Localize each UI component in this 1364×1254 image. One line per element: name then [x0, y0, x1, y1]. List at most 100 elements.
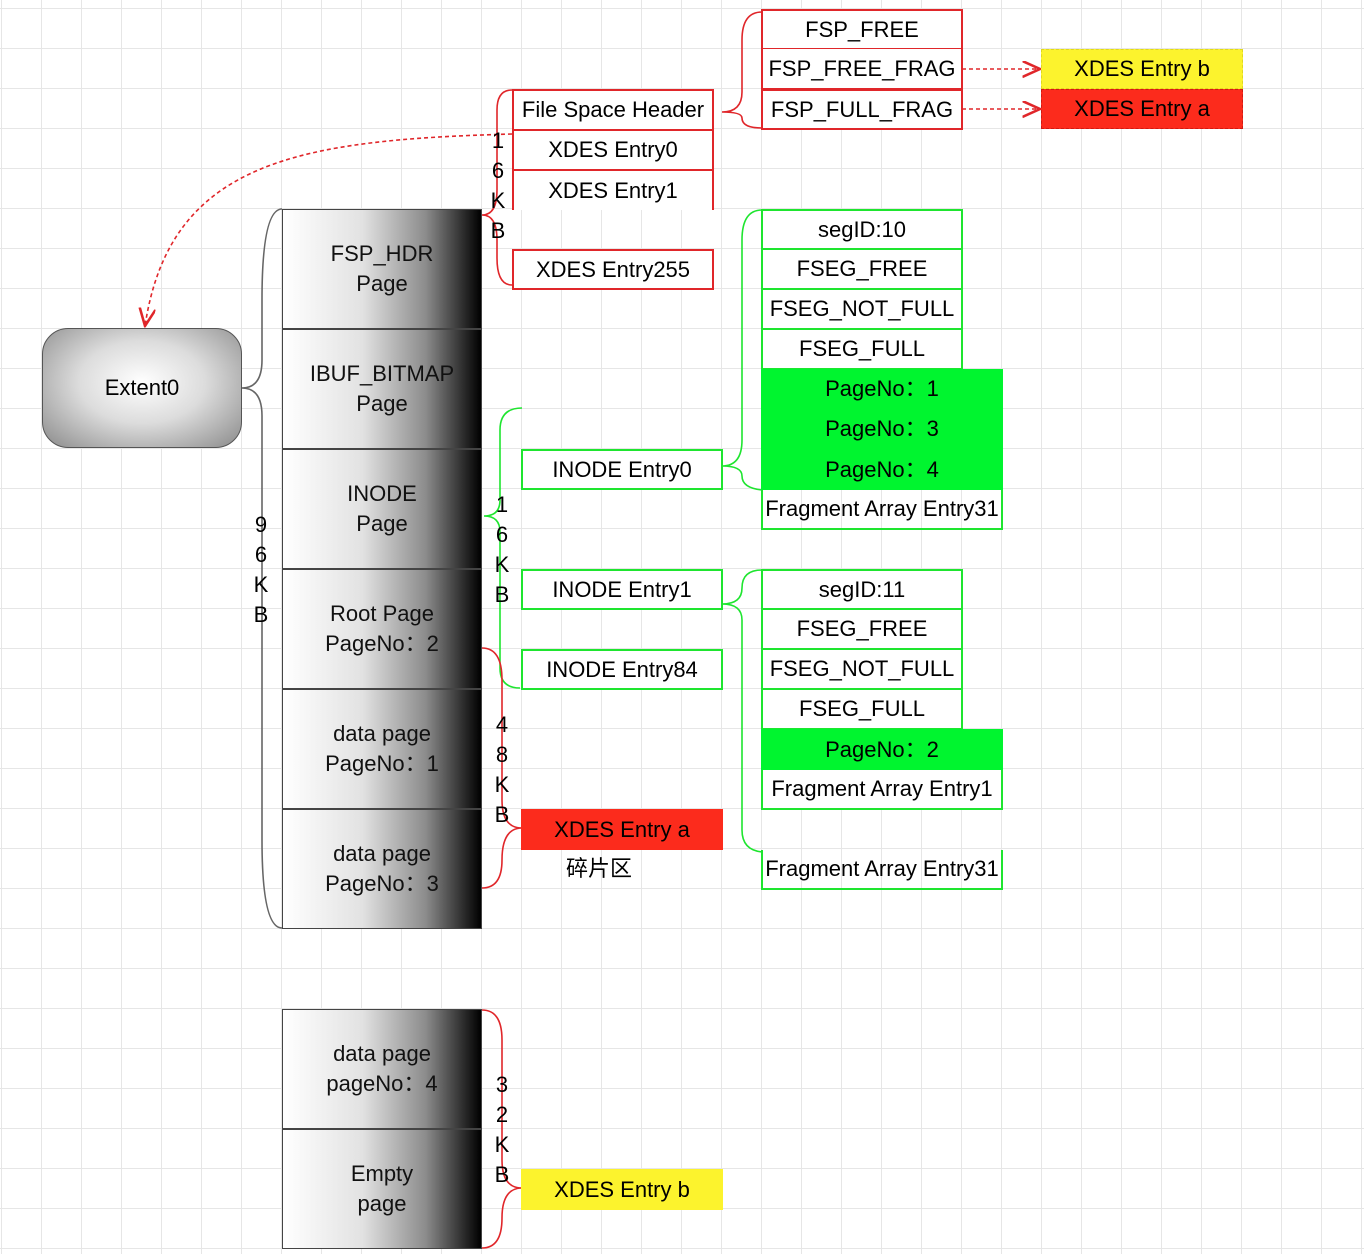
- page-fsp-hdr: FSP_HDR Page: [282, 209, 482, 329]
- page-inode: INODE Page: [282, 449, 482, 569]
- cell-label: File Space Header: [521, 97, 705, 122]
- page-line: page: [357, 1191, 407, 1216]
- size-char: B: [494, 802, 510, 827]
- page-line: PageNo：3: [325, 871, 439, 896]
- seg10-fseg-not-full-cell: FSEG_NOT_FULL: [761, 290, 963, 330]
- extent-brace: [241, 208, 283, 929]
- page-line: PageNo：1: [325, 751, 439, 776]
- size-char: 1: [491, 128, 505, 153]
- size-char: K: [253, 572, 269, 597]
- fsp-free-frag-cell: FSP_FREE_FRAG: [761, 49, 963, 90]
- page-line: Empty: [350, 1161, 414, 1186]
- inode-entry0-cell: INODE Entry0: [521, 449, 723, 490]
- cell-label: INODE Entry0: [552, 456, 692, 482]
- seg11-fseg-full-cell: FSEG_FULL: [761, 690, 963, 730]
- cell-label: XDES Entry1: [548, 177, 678, 203]
- extent-label: Extent0: [104, 375, 180, 400]
- cell-label: PageNo：4: [825, 456, 939, 482]
- cell-label: Fragment Array Entry31: [765, 856, 999, 881]
- page-line: data page: [333, 721, 431, 746]
- page-data-1: data page PageNo：1: [282, 689, 482, 809]
- page-line: Root Page: [330, 601, 434, 626]
- cell-label: FSEG_FULL: [799, 696, 925, 721]
- segment11-brace: [721, 569, 763, 853]
- cell-label: PageNo：2: [825, 736, 939, 762]
- fsp-full-frag-cell: FSP_FULL_FRAG: [761, 89, 963, 130]
- size-char: B: [253, 602, 269, 627]
- cell-label: segID:11: [818, 576, 906, 602]
- page-root: Root Page PageNo：2: [282, 569, 482, 689]
- size-char: K: [494, 1132, 510, 1157]
- size-char: 2: [495, 1102, 509, 1127]
- inode-entry84-cell: INODE Entry84: [521, 649, 723, 690]
- seg11-fseg-free-cell: FSEG_FREE: [761, 610, 963, 650]
- seg11-page-cell: PageNo：2: [761, 729, 1003, 770]
- fsp-list-brace: [721, 11, 763, 129]
- page-line: data page: [333, 841, 431, 866]
- cell-label: FSEG_NOT_FULL: [769, 656, 955, 681]
- cell-label: Fragment Array Entry31: [765, 496, 999, 521]
- page-line: Page: [356, 391, 408, 416]
- seg10-page-cell: PageNo：4: [761, 449, 1003, 490]
- size-char: B: [490, 218, 506, 243]
- cell-label: XDES Entry a: [1074, 96, 1210, 121]
- page-line: pageNo：4: [326, 1071, 438, 1096]
- xdes-entry255-cell: XDES Entry255: [512, 249, 714, 290]
- fsp-hdr-size-label: 1 6 K B: [486, 126, 510, 246]
- cell-label: XDES Entry b: [1074, 56, 1210, 81]
- page-line: data page: [333, 1041, 431, 1066]
- cell-label: Fragment Array Entry1: [771, 776, 993, 801]
- size-char: K: [494, 772, 510, 797]
- xdes-entry-b-target: XDES Entry b: [1041, 49, 1243, 89]
- size-char: 1: [495, 492, 509, 517]
- fragment-xdes-entry-a: XDES Entry a: [521, 809, 723, 850]
- cell-label: FSEG_FULL: [799, 336, 925, 361]
- cell-label: FSEG_FREE: [796, 256, 928, 281]
- extent-node: Extent0: [42, 328, 242, 448]
- cell-label: INODE Entry1: [552, 576, 692, 602]
- cell-label: PageNo：1: [825, 376, 939, 401]
- cell-label: PageNo：3: [825, 416, 939, 441]
- page-data-4: data page pageNo：4: [282, 1009, 482, 1129]
- size-char: 6: [254, 542, 268, 567]
- seg10-page-cell: PageNo：3: [761, 409, 1003, 449]
- fsp-free-cell: FSP_FREE: [761, 9, 963, 50]
- page-empty: Empty page: [282, 1129, 482, 1249]
- bottom-xdes-entry-b: XDES Entry b: [521, 1169, 723, 1210]
- page-ibuf-bitmap: IBUF_BITMAP Page: [282, 329, 482, 449]
- fsp-hdr-brace: [481, 89, 513, 286]
- size-char: 4: [495, 712, 509, 737]
- cell-label: FSP_FREE: [805, 16, 919, 42]
- bottom-size-label: 3 2 K B: [490, 1070, 514, 1190]
- segment10-brace: [721, 209, 763, 491]
- seg11-fragment-entry31-cell: Fragment Array Entry31: [761, 850, 1003, 890]
- size-char: 8: [495, 742, 509, 767]
- page-line: Page: [356, 271, 408, 296]
- inode-size-label: 1 6 K B: [490, 490, 514, 610]
- size-char: B: [494, 582, 510, 607]
- seg10-fseg-free-cell: FSEG_FREE: [761, 250, 963, 290]
- page-data-3: data page PageNo：3: [282, 809, 482, 929]
- fragment-size-label: 4 8 K B: [490, 710, 514, 830]
- seg10-fseg-full-cell: FSEG_FULL: [761, 330, 963, 370]
- extent-size-label: 9 6 K B: [249, 510, 273, 630]
- cell-label: segID:10: [817, 216, 907, 242]
- page-line: FSP_HDR: [330, 241, 434, 266]
- cell-label: FSP_FREE_FRAG: [768, 55, 956, 81]
- page-line: Page: [356, 511, 408, 536]
- seg10-fragment-entry31-cell: Fragment Array Entry31: [761, 490, 1003, 530]
- size-char: 6: [495, 522, 509, 547]
- size-char: K: [494, 552, 510, 577]
- page-line: PageNo：2: [325, 631, 439, 656]
- cell-label: FSP_FULL_FRAG: [770, 96, 954, 122]
- seg11-fragment-entry1-cell: Fragment Array Entry1: [761, 770, 1003, 810]
- page-line: INODE: [347, 481, 417, 506]
- fragment-zone-caption: 碎片区: [566, 856, 633, 881]
- cell-label: FSEG_FREE: [796, 616, 928, 641]
- seg11-id-cell: segID:11: [761, 569, 963, 610]
- xdes-entry-a-target: XDES Entry a: [1041, 89, 1243, 129]
- cell-label: XDES Entry b: [554, 1176, 690, 1202]
- xdes-entry0-cell: XDES Entry0: [512, 131, 714, 171]
- size-char: K: [490, 188, 506, 213]
